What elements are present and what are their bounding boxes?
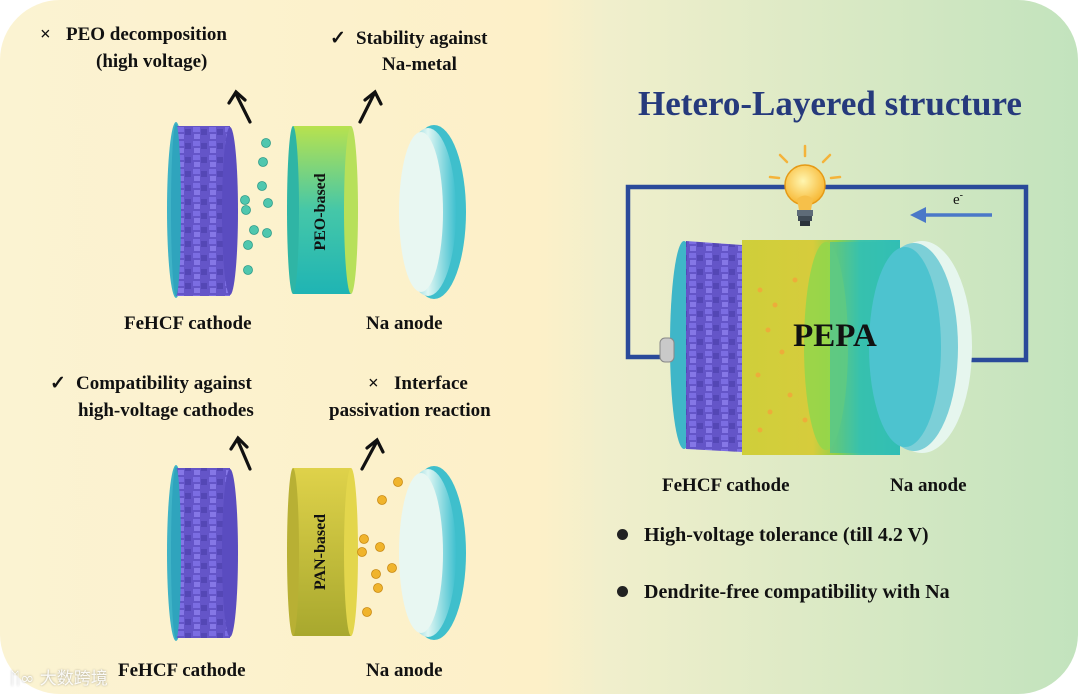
peo-layer-label: PEO-based (312, 173, 329, 251)
bottom-ion-dots (357, 477, 403, 617)
bottom-cathode-disc (167, 465, 238, 641)
check-icon: ✓ (330, 28, 346, 49)
bullet-item: High-voltage tolerance (till 4.2 V) (617, 524, 929, 547)
top-anode-benefit: ✓Stability against (330, 28, 488, 49)
circuit-wire (625, 184, 1029, 363)
electron-label: e- (953, 190, 964, 208)
top-cathode-disc (167, 122, 238, 298)
top-ion-dots (240, 138, 273, 275)
bottom-cathode-label: FeHCF cathode (118, 660, 246, 681)
bottom-cathode-benefit: ✓Compatibility against (50, 373, 252, 394)
electron-arrow (910, 207, 992, 223)
bottom-anode-issue: ×Interface (368, 373, 468, 394)
cross-icon: × (40, 24, 51, 45)
check-icon: ✓ (50, 373, 66, 394)
light-bulb-icon (768, 144, 842, 226)
pan-layer-label: PAN-based (312, 513, 329, 591)
watermark-logo-icon: ᛖ∞ (10, 669, 40, 689)
right-cathode-label: FeHCF cathode (662, 475, 790, 496)
bullet-dot (617, 528, 628, 540)
top-arrows (227, 89, 383, 124)
top-anode-label: Na anode (366, 313, 443, 334)
top-anode-disc (399, 125, 466, 299)
top-peo-layer (287, 126, 358, 294)
top-anode-benefit-line2: Na-metal (382, 54, 457, 75)
bottom-anode-disc (399, 466, 466, 640)
bullet-item: Dendrite-free compatibility with Na (617, 581, 950, 604)
top-cathode-issue: ×PEO decomposition (40, 24, 227, 45)
bottom-arrows (229, 435, 385, 471)
bottom-anode-label: Na anode (366, 660, 443, 681)
watermark: ᛖ∞ 大数跨境 (10, 669, 108, 689)
right-anode-label: Na anode (890, 475, 967, 496)
top-cathode-label: FeHCF cathode (124, 313, 252, 334)
bottom-pan-layer (287, 468, 358, 636)
top-cathode-issue-line2: (high voltage) (96, 51, 208, 72)
bullet-dot (617, 585, 628, 597)
cross-icon: × (368, 373, 379, 394)
diagram-title: Hetero-Layered structure (638, 84, 1022, 123)
bottom-anode-issue-line2: passivation reaction (329, 400, 491, 421)
bottom-cathode-benefit-line2: high-voltage cathodes (78, 400, 254, 421)
pepa-label: PEPA (793, 318, 877, 354)
pepa-battery (659, 240, 972, 455)
